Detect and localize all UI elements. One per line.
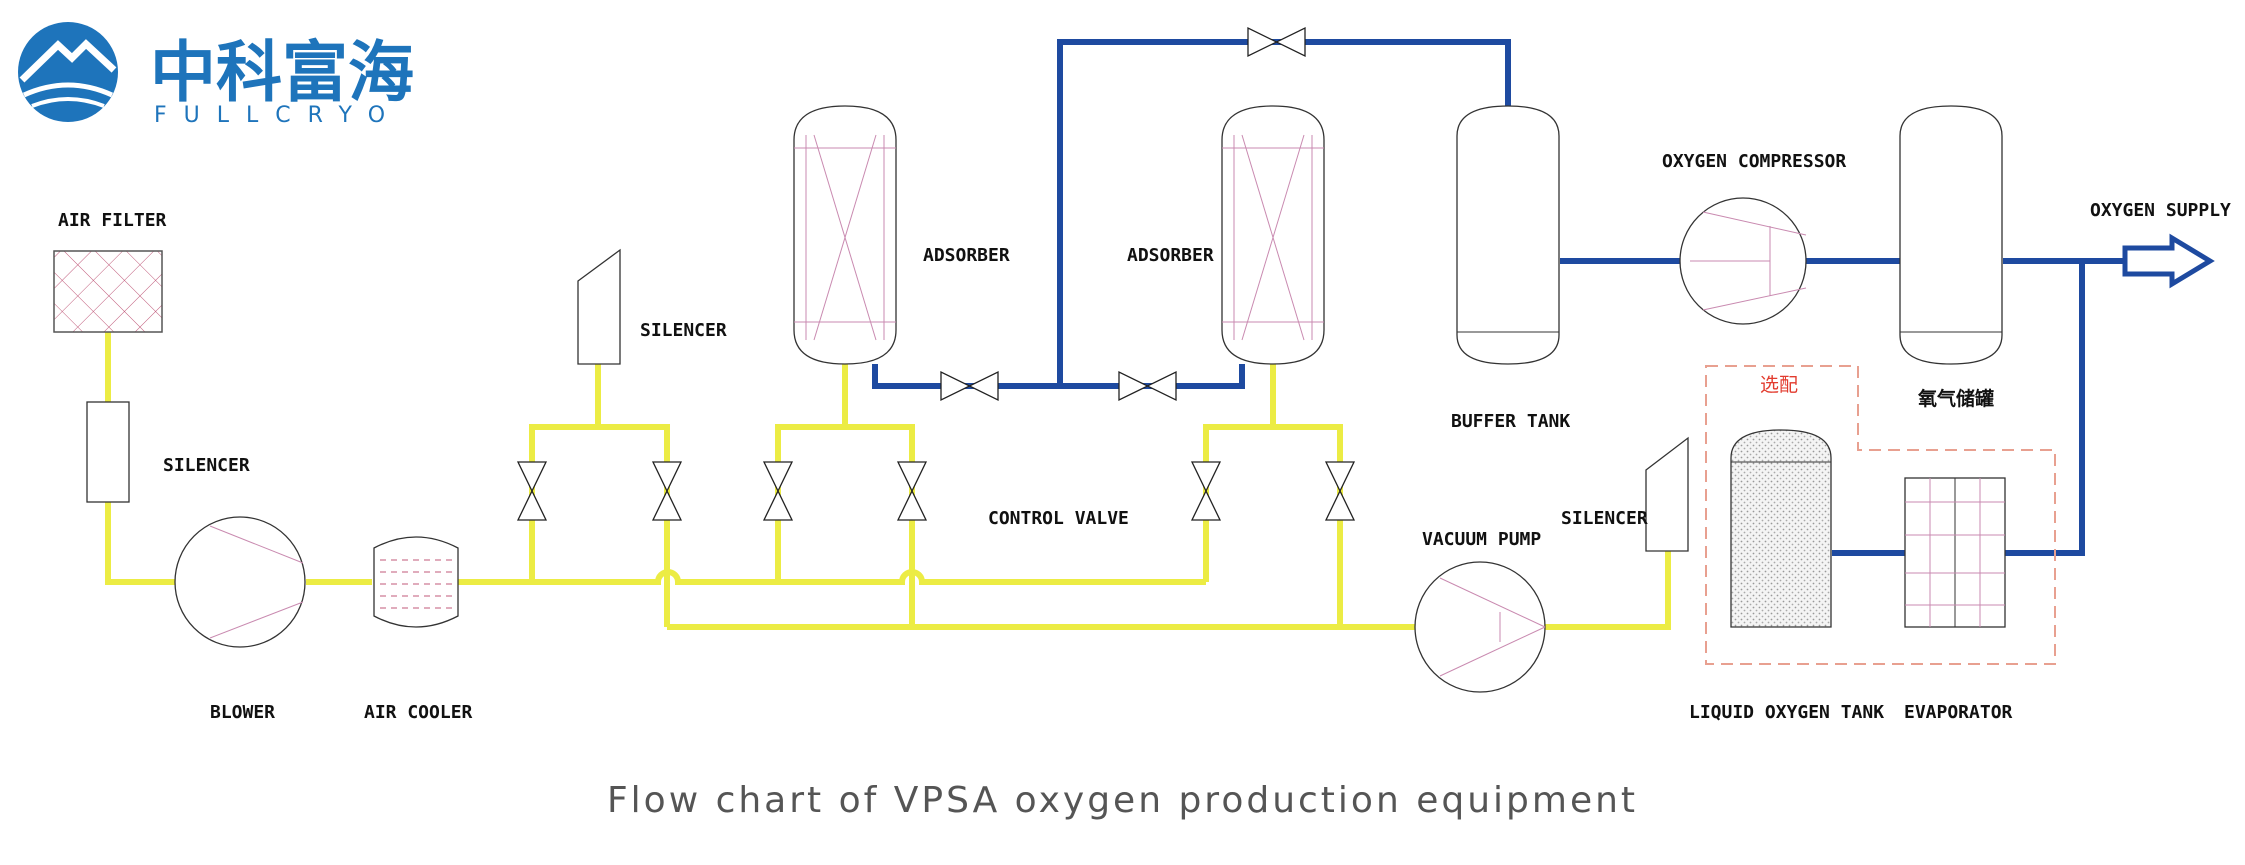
optional-equipment-box bbox=[1705, 365, 2056, 665]
label-silencer-left: SILENCER bbox=[163, 455, 250, 476]
adsorber-2 bbox=[1221, 105, 1325, 365]
blower bbox=[174, 516, 306, 648]
oxygen-storage-tank bbox=[1899, 105, 2003, 365]
adsorber-1 bbox=[793, 105, 897, 365]
vacuum-pump bbox=[1414, 561, 1546, 693]
logo-mountain-icon bbox=[18, 22, 118, 122]
label-vacuum-pump: VACUUM PUMP bbox=[1422, 529, 1541, 550]
logo-chinese-text: 中科富海 bbox=[150, 34, 414, 111]
control-valve-icon bbox=[896, 461, 928, 521]
control-valve-icon bbox=[1324, 461, 1356, 521]
label-adsorber-2: ADSORBER bbox=[1127, 245, 1214, 266]
control-valve-icon bbox=[1190, 461, 1222, 521]
label-control-valve: CONTROL VALVE bbox=[988, 508, 1129, 529]
control-valve-icon bbox=[651, 461, 683, 521]
label-blower: BLOWER bbox=[210, 702, 275, 723]
logo-english-text: FULLCRYO bbox=[154, 103, 402, 128]
valve-icon bbox=[940, 370, 999, 402]
oxygen-supply-arrow-icon bbox=[2122, 233, 2215, 289]
label-oxygen-compressor: OXYGEN COMPRESSOR bbox=[1662, 151, 1846, 172]
yellow-valves bbox=[516, 461, 1356, 521]
label-oxygen-supply: OXYGEN SUPPLY bbox=[2090, 200, 2231, 221]
valve-icon bbox=[1118, 370, 1177, 402]
evaporator bbox=[1904, 477, 2006, 628]
control-valve-icon bbox=[762, 461, 794, 521]
silencer-right bbox=[1645, 436, 1689, 552]
label-silencer-top: SILENCER bbox=[640, 320, 727, 341]
label-liquid-oxygen-tank: LIQUID OXYGEN TANK bbox=[1689, 702, 1884, 723]
label-silencer-right: SILENCER bbox=[1561, 508, 1648, 529]
label-oxygen-tank-cn: 氧气储罐 bbox=[1918, 387, 1994, 410]
oxygen-compressor bbox=[1679, 197, 1807, 325]
buffer-tank bbox=[1456, 105, 1560, 365]
silencer-top bbox=[577, 248, 621, 365]
label-buffer-tank: BUFFER TANK bbox=[1451, 411, 1570, 432]
figure-caption: Flow chart of VPSA oxygen production equ… bbox=[606, 780, 1639, 821]
air-filter bbox=[53, 250, 163, 333]
blue-valves bbox=[940, 26, 1306, 402]
silencer-left bbox=[86, 401, 130, 503]
label-optional: 选配 bbox=[1760, 374, 1798, 396]
liquid-oxygen-tank bbox=[1730, 429, 1832, 628]
air-piping bbox=[105, 330, 1671, 630]
label-evaporator: EVAPORATOR bbox=[1904, 702, 2013, 723]
label-adsorber-1: ADSORBER bbox=[923, 245, 1010, 266]
oxygen-piping bbox=[872, 39, 2215, 556]
company-logo: 中科富海 FULLCRYO bbox=[18, 22, 414, 128]
air-cooler bbox=[373, 536, 459, 628]
control-valve-icon bbox=[516, 461, 548, 521]
label-air-cooler: AIR COOLER bbox=[364, 702, 473, 723]
valve-icon bbox=[1247, 26, 1306, 58]
label-air-filter: AIR FILTER bbox=[58, 210, 167, 231]
